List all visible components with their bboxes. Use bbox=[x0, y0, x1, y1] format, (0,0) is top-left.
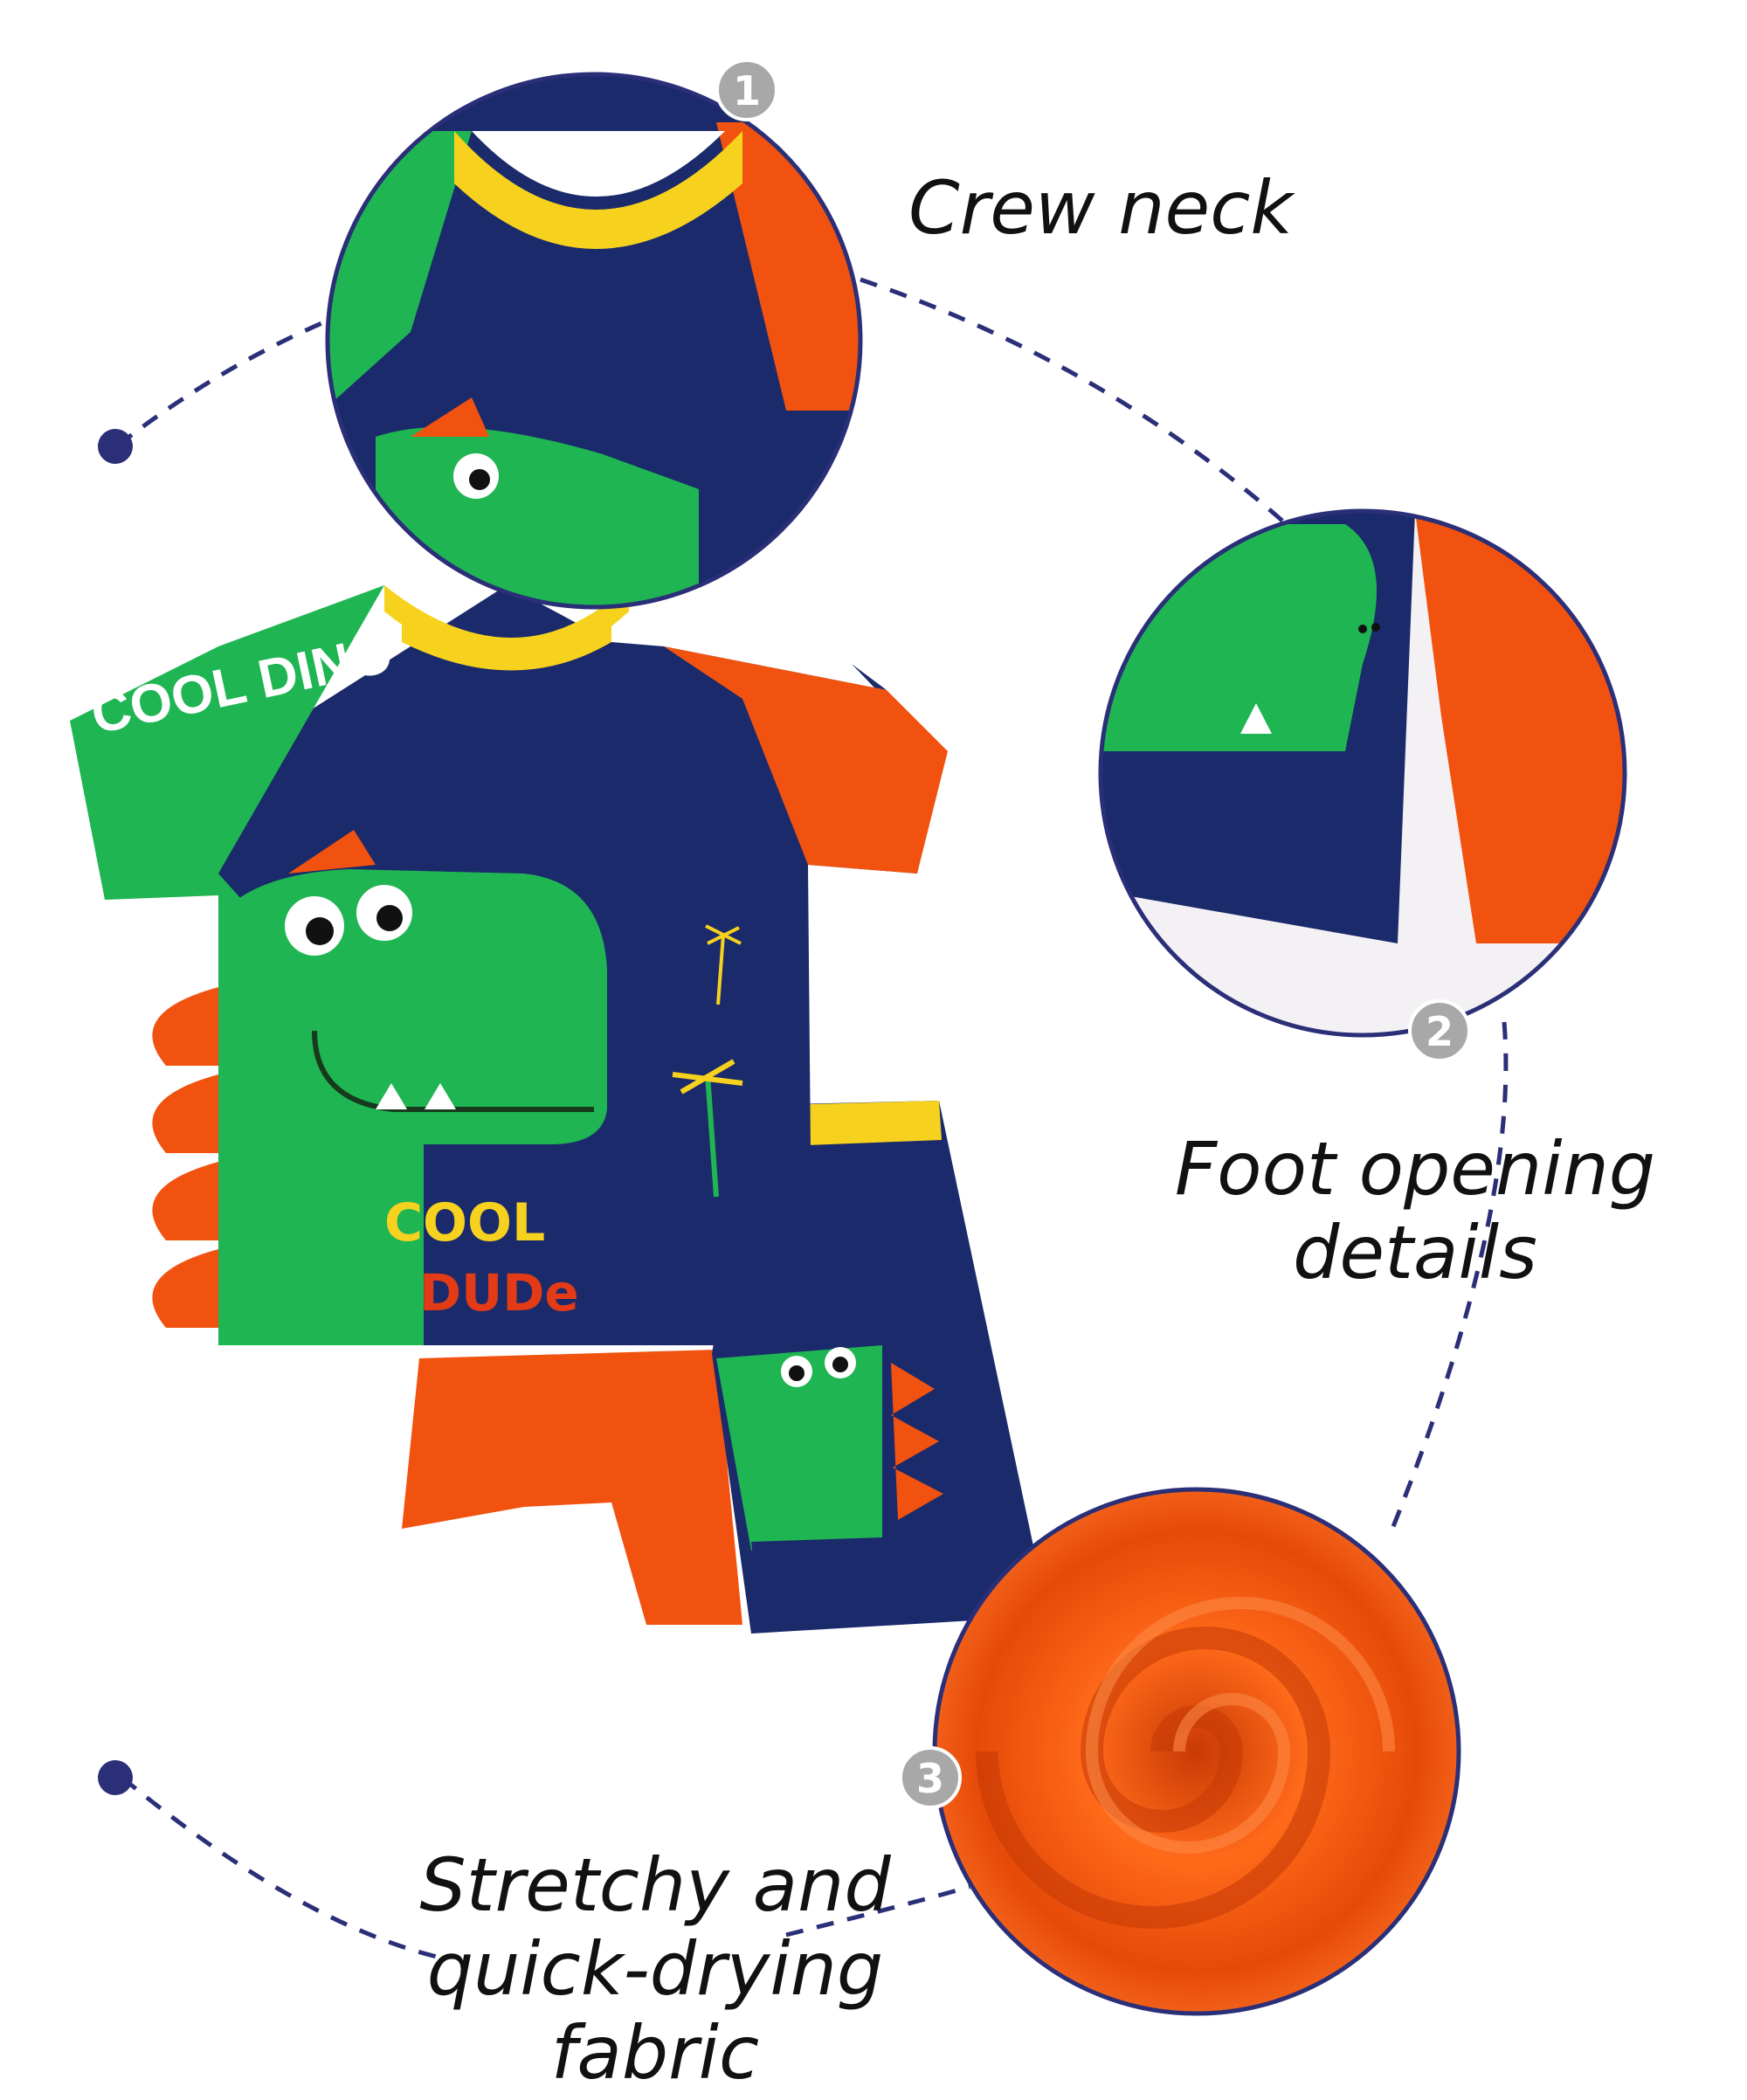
callout-crew-neck-label: Crew neck bbox=[908, 165, 1294, 251]
rash-guard-shirt bbox=[70, 585, 948, 1345]
badge-3-number: 3 bbox=[916, 1755, 944, 1802]
detail-circle-fabric bbox=[932, 1487, 1461, 2016]
badge-2-number: 2 bbox=[1426, 1008, 1454, 1055]
badge-1: 1 bbox=[715, 59, 778, 121]
badge-1-number: 1 bbox=[733, 67, 761, 114]
badge-2: 2 bbox=[1408, 999, 1471, 1062]
badge-3: 3 bbox=[899, 1746, 962, 1809]
chest-print-line1: COOL bbox=[384, 1192, 545, 1254]
chest-print-line2: DUDe bbox=[419, 1263, 579, 1323]
connector-dot-top bbox=[98, 429, 133, 464]
detail-circle-crew-neck bbox=[325, 72, 863, 610]
dashed-connector bbox=[116, 277, 1509, 1959]
connector-dot-bottom bbox=[98, 1760, 133, 1795]
callout-fabric-label: Stretchy and quick-drying fabric bbox=[419, 1842, 891, 2096]
detail-circle-foot-opening bbox=[1098, 508, 1627, 1038]
callout-foot-opening-label: Foot opening details bbox=[1174, 1126, 1656, 1295]
